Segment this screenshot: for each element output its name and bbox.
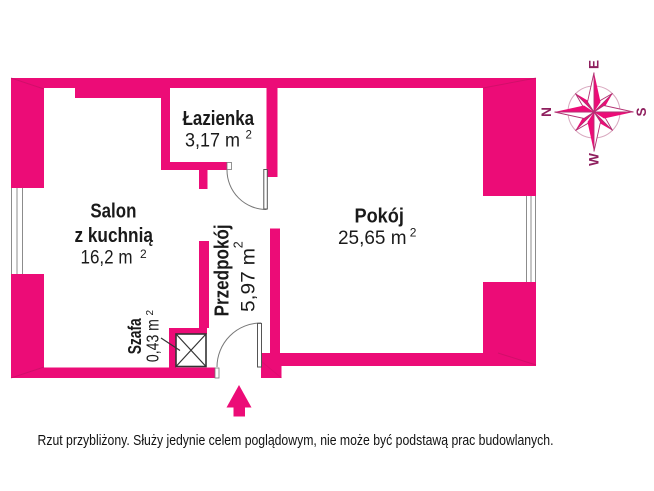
svg-text:Przedpokój: Przedpokój	[212, 224, 234, 316]
svg-text:Rzut przybliżony. Służy jedyni: Rzut przybliżony. Służy jedynie celem po…	[38, 432, 554, 449]
svg-text:0,43 m: 0,43 m	[143, 319, 163, 362]
svg-text:2: 2	[140, 247, 147, 261]
svg-text:2: 2	[145, 310, 156, 316]
svg-text:2: 2	[246, 130, 252, 142]
svg-text:3,17 m: 3,17 m	[185, 130, 240, 152]
svg-text:5,97 m: 5,97 m	[238, 248, 260, 312]
svg-text:Szafa: Szafa	[125, 318, 145, 355]
svg-text:W: W	[587, 153, 602, 166]
svg-text:Salon: Salon	[90, 201, 136, 223]
svg-text:25,65 m: 25,65 m	[338, 227, 407, 249]
svg-text:z kuchnią: z kuchnią	[74, 225, 153, 247]
svg-text:2: 2	[232, 241, 246, 248]
svg-text:16,2 m: 16,2 m	[81, 247, 133, 269]
svg-text:Łazienka: Łazienka	[183, 108, 255, 130]
svg-text:N: N	[539, 107, 554, 117]
svg-text:Pokój: Pokój	[354, 206, 404, 228]
svg-text:2: 2	[410, 225, 417, 239]
svg-text:E: E	[587, 60, 602, 69]
svg-text:S: S	[634, 107, 649, 116]
